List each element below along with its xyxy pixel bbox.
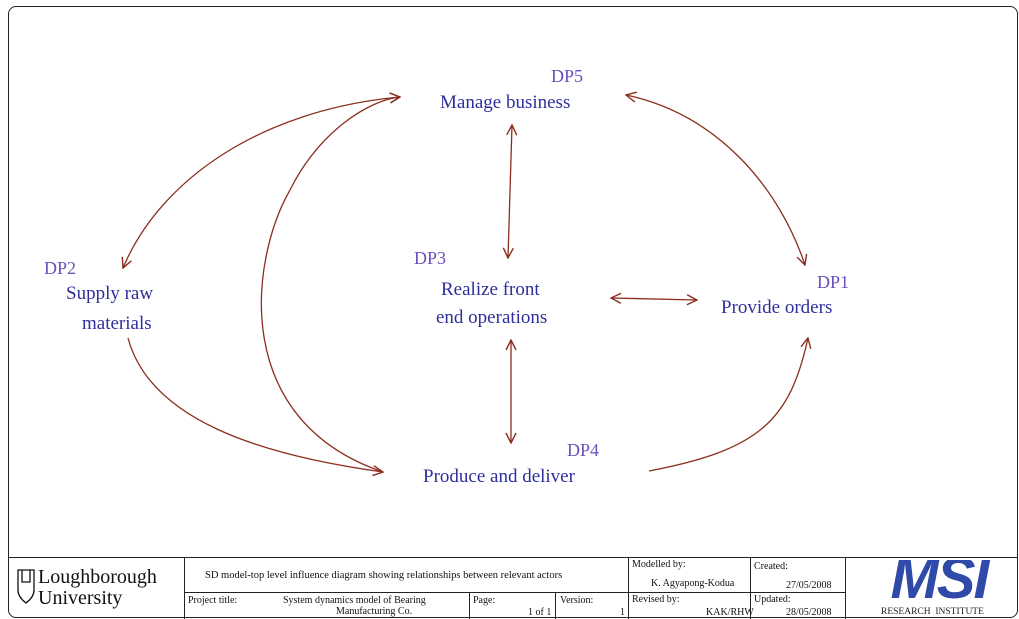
msi-subtitle: RESEARCH INSTITUTE (881, 607, 984, 617)
modelled-by-label: Modelled by: (632, 559, 686, 570)
dp5-tag: DP5 (551, 66, 584, 86)
dp5-label: Manage business (440, 92, 571, 113)
dp2-tag: DP2 (44, 258, 77, 278)
arrow-dp5-dp2 (123, 97, 400, 268)
loughborough-shield-icon (17, 569, 35, 604)
dp1-tag: DP1 (817, 272, 850, 292)
arrow-dp4-dp1 (648, 338, 808, 472)
university-name-line2: University (38, 587, 123, 609)
arrow-dp4-dp5 (260, 97, 400, 473)
created-value: 27/05/2008 (786, 580, 832, 591)
diagram-frame (8, 6, 1018, 618)
dp3-label-line2: end operations (436, 307, 548, 328)
project-title-label: Project title: (188, 595, 238, 606)
project-title-line2: Manufacturing Co. (336, 606, 413, 617)
page-label: Page: (473, 595, 496, 606)
version-label: Version: (560, 595, 594, 606)
revised-by-value: KAK/RHW (706, 607, 754, 618)
diagram-description: SD model-top level influence diagram sho… (205, 570, 563, 581)
updated-label: Updated: (754, 594, 791, 605)
arrow-dp5-dp1 (626, 95, 805, 265)
dp4-tag: DP4 (567, 440, 600, 460)
version-value: 1 (620, 607, 625, 618)
project-title-line1: System dynamics model of Bearing (283, 595, 426, 606)
page-value: 1 of 1 (528, 607, 552, 618)
dp2-label-line2: materials (82, 313, 152, 334)
msi-logo: MSI (874, 560, 1004, 608)
msi-logo-text: MSI (890, 560, 989, 608)
dp1-label: Provide orders (721, 297, 833, 318)
dp4-label: Produce and deliver (423, 466, 575, 487)
updated-value: 28/05/2008 (786, 607, 832, 618)
revised-by-label: Revised by: (632, 594, 680, 605)
modelled-by-value: K. Agyapong-Kodua (651, 578, 735, 589)
created-label: Created: (754, 561, 788, 572)
dp2-label-line1: Supply raw (66, 283, 154, 304)
arrow-dp3-dp1 (611, 298, 697, 300)
arrow-dp2-dp4 (127, 337, 383, 472)
arrow-dp5-dp3 (508, 125, 512, 258)
dp3-tag: DP3 (414, 248, 447, 268)
dp3-label-line1: Realize front (441, 279, 540, 300)
university-name-line1: Loughborough (38, 566, 157, 588)
